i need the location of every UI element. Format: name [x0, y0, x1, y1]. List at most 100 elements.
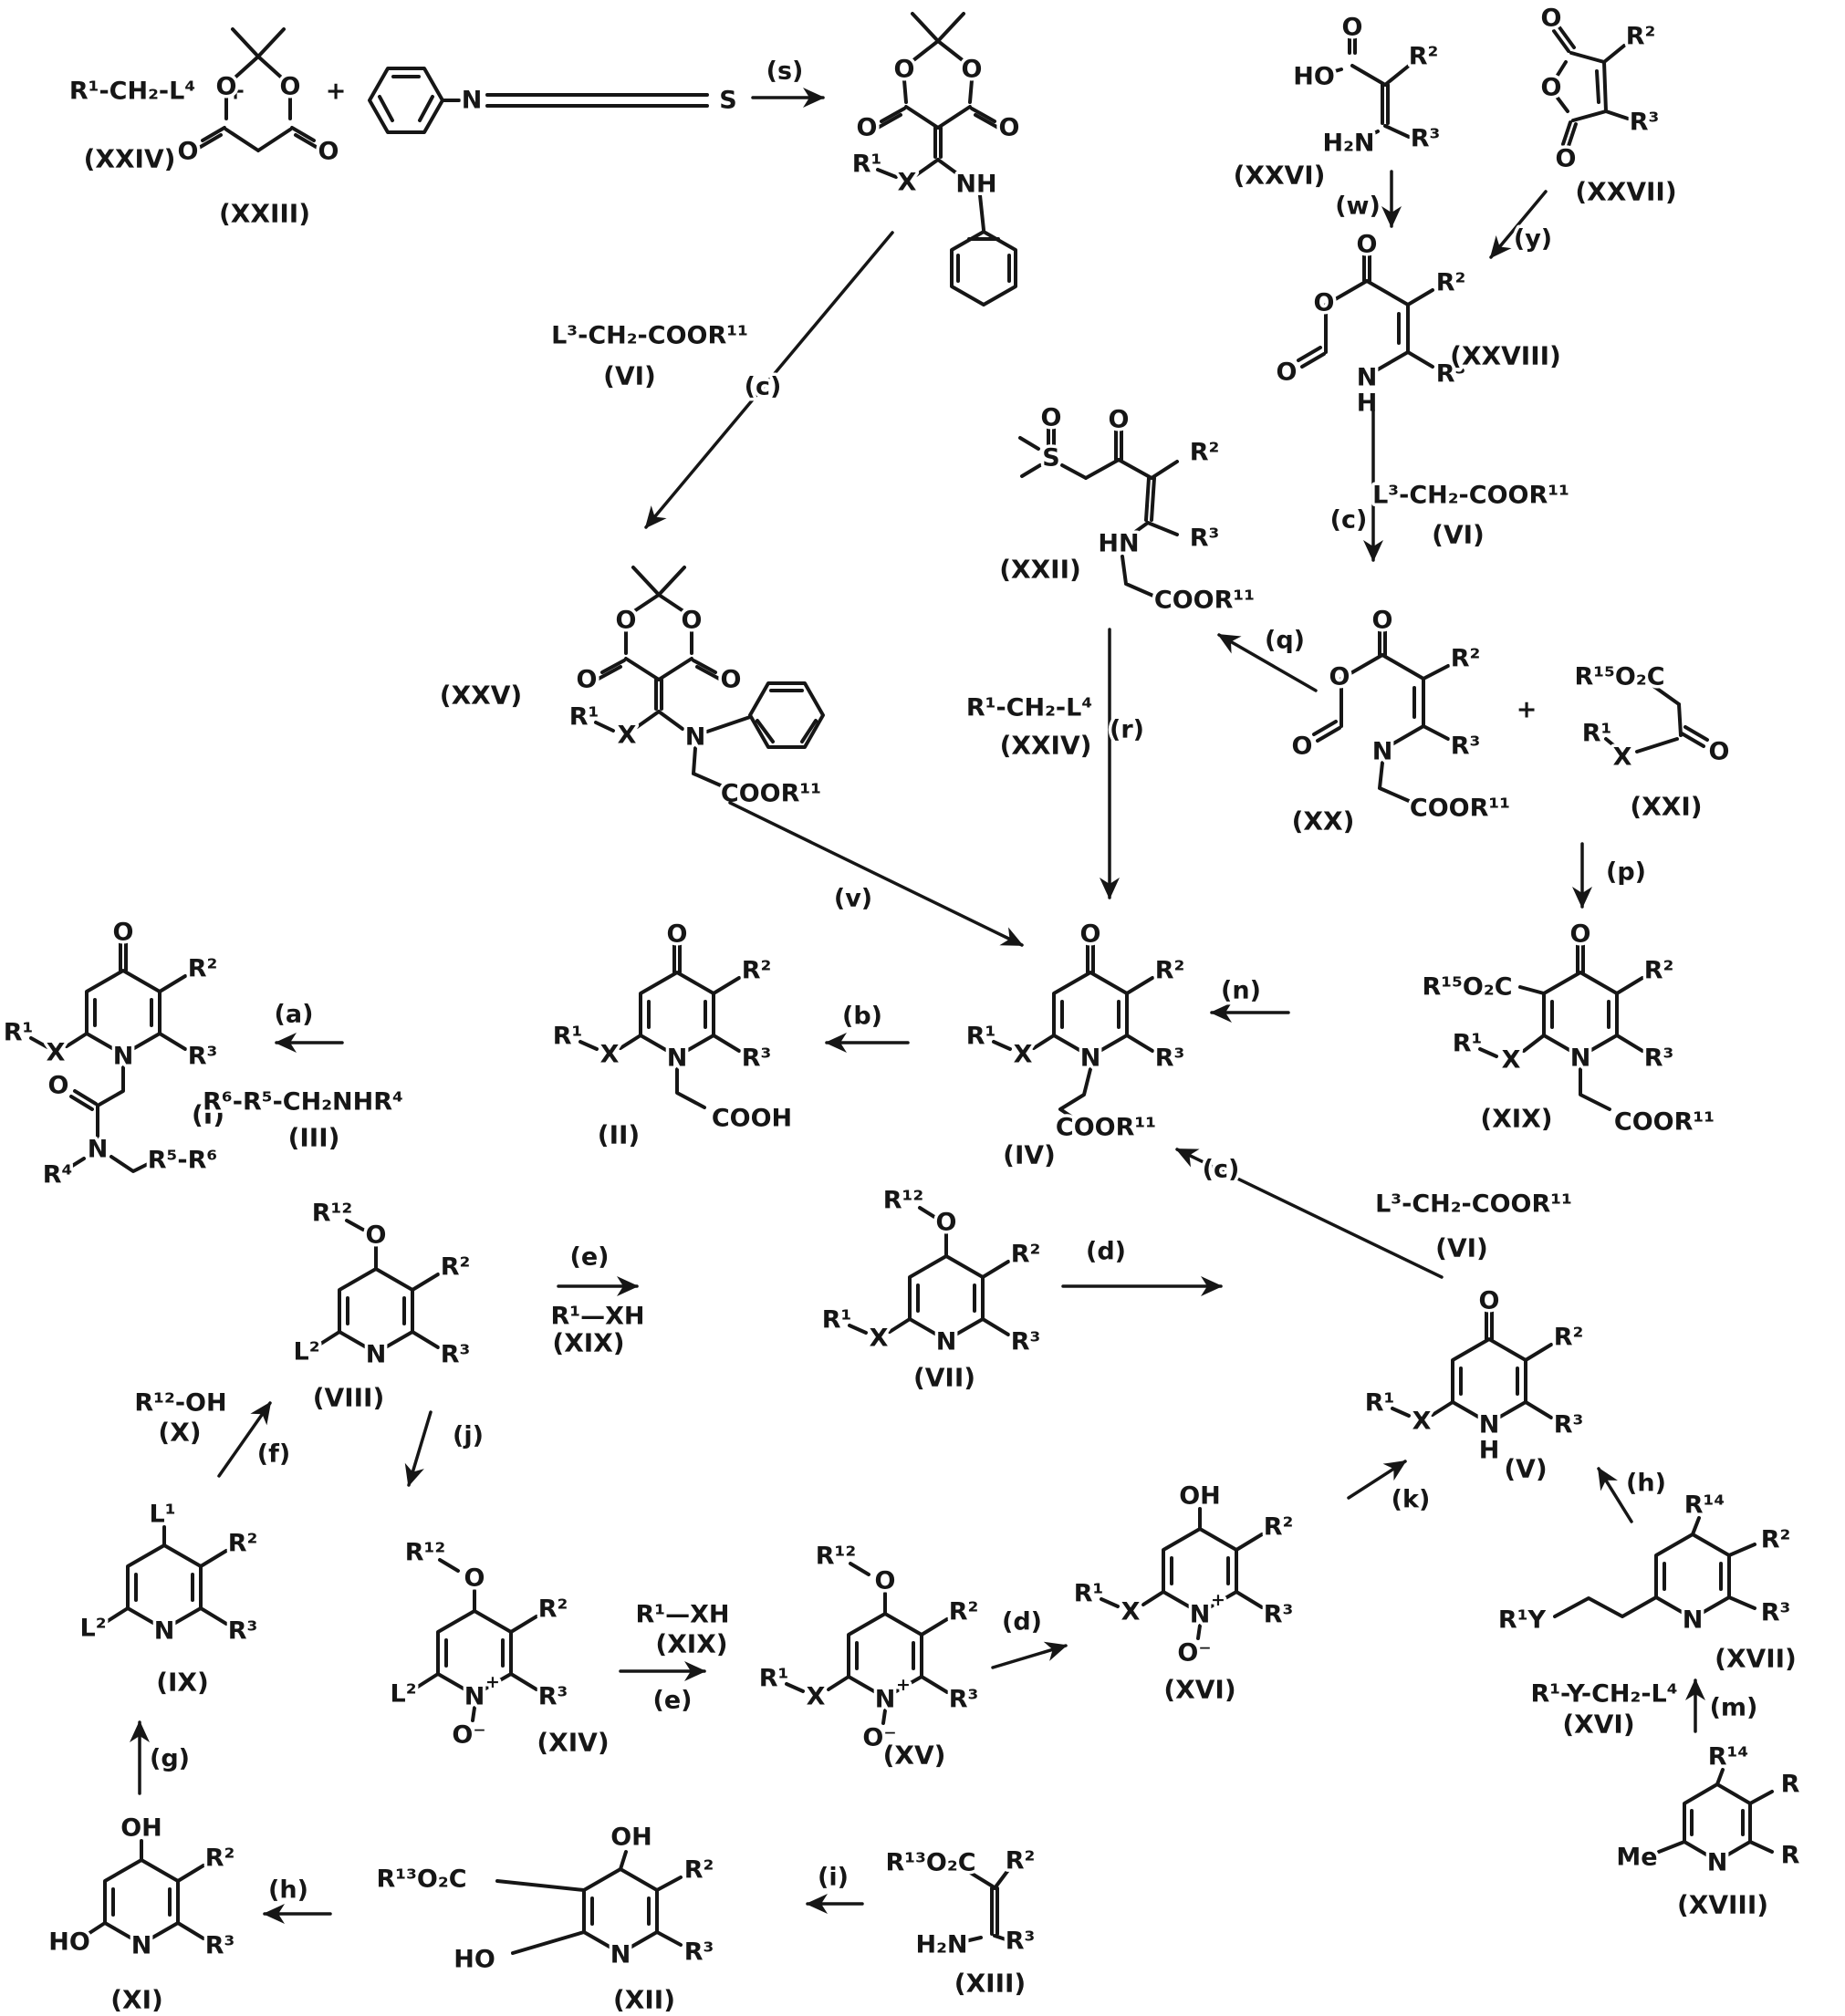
- plus-operator: +: [326, 78, 347, 106]
- compound-label: (VII): [913, 1363, 975, 1393]
- reagent-formula: R¹—XH: [635, 1601, 729, 1629]
- r2-substituent: R²: [1190, 439, 1220, 467]
- arrow-label: (m): [1710, 1694, 1758, 1722]
- r2-substituent: R²: [1436, 269, 1466, 297]
- r2-substituent: R²: [684, 1856, 714, 1885]
- x-linker: X: [600, 1041, 620, 1069]
- carbonyl-o-atom: O: [1342, 14, 1363, 42]
- r3-substituent: R³: [1761, 1599, 1791, 1627]
- reagent-xxiv-center: R¹-CH₂-L⁴ (XXIV): [966, 694, 1092, 761]
- r2-substituent: R²: [188, 955, 218, 983]
- bonds: [994, 945, 1152, 1117]
- n-oxide-o: O⁻: [1177, 1639, 1211, 1668]
- compound-label: (VIII): [313, 1383, 385, 1413]
- r-substituent: R: [1781, 1771, 1800, 1799]
- x-linker: X: [1412, 1408, 1432, 1436]
- ring-o-atom: O: [616, 607, 637, 635]
- x-linker: X: [1502, 1046, 1521, 1075]
- compound-label: (XIV): [537, 1728, 609, 1758]
- arrow-g: (g): [140, 1722, 190, 1793]
- ring-n-atom: N: [936, 1328, 957, 1356]
- bonds: [370, 68, 707, 132]
- arrow-m: (m): [1695, 1680, 1757, 1731]
- oh-group: OH: [120, 1814, 162, 1843]
- arrow-b: (b): [827, 1003, 908, 1044]
- compound-ix: L¹ R² R³ N L² (IX): [79, 1501, 257, 1698]
- bonds: [850, 1208, 1008, 1340]
- s-atom: S: [1042, 444, 1059, 473]
- r1-substituent: R¹: [852, 151, 882, 179]
- r2-substituent: R²: [205, 1845, 235, 1873]
- ester-group: COOR¹¹: [1614, 1108, 1715, 1137]
- reagent-label: (XVI): [1562, 1709, 1634, 1740]
- ring-n-atom: N: [610, 1941, 631, 1969]
- ring-n-atom: N: [1357, 364, 1378, 392]
- arrow-e-viii-to-vii: (e): [558, 1243, 637, 1287]
- compound-label: (XXVII): [1575, 177, 1676, 207]
- sulfoxide-o-atom: O: [1041, 404, 1062, 432]
- r3-substituent: R³: [1264, 1601, 1294, 1629]
- carbonyl-o-atom: O: [577, 666, 598, 694]
- ring-o-atom: O: [216, 73, 237, 101]
- reagent-vi-topleft: L³-CH₂-COOR¹¹ (VI): [551, 322, 748, 391]
- carbonyl-o-atom: O: [721, 666, 742, 694]
- arrow-r: (r): [1110, 629, 1144, 898]
- arrow-label: (h): [1626, 1470, 1666, 1498]
- r1-substituent: R¹: [759, 1665, 789, 1693]
- oh-group: OH: [610, 1824, 652, 1852]
- arrow-label: (k): [1392, 1486, 1431, 1514]
- reagent-vi-right: L³-CH₂-COOR¹¹ (VI): [1372, 482, 1569, 550]
- oh-group: OH: [1179, 1482, 1221, 1511]
- nh-hydrogen: H: [1479, 1437, 1500, 1465]
- compound-label: (XVII): [1715, 1644, 1797, 1674]
- carbonyl-o-atom: O: [999, 114, 1020, 142]
- r12-substituent: R¹²: [405, 1539, 445, 1567]
- arrow-s: (s): [753, 57, 823, 99]
- ring-n-atom: N: [154, 1617, 175, 1646]
- ester-group: COOR¹¹: [1056, 1114, 1156, 1142]
- arrow-h-xii-to-xi: (h): [265, 1876, 330, 1915]
- bonds: [1314, 631, 1448, 801]
- r3-substituent: R³: [1011, 1328, 1041, 1356]
- r12-substituent: R¹²: [816, 1543, 856, 1571]
- ring-n-atom: N: [366, 1341, 387, 1369]
- r2-substituent: R²: [228, 1530, 258, 1558]
- x-linker: X: [618, 722, 637, 750]
- reagent-label: (XIX): [655, 1629, 727, 1659]
- r2-substituent: R²: [1006, 1847, 1036, 1876]
- arrow-c-xxviii-to-xx: (c): [1330, 410, 1373, 560]
- r1-substituent: R¹: [569, 703, 599, 732]
- compound-label: (XI): [110, 1985, 163, 2015]
- ring-o-atom: O: [894, 56, 915, 84]
- reagent-formula: L³-CH₂-COOR¹¹: [551, 322, 748, 350]
- reagent-formula: R¹—XH: [550, 1303, 644, 1331]
- arrow-y: (y): [1491, 192, 1552, 257]
- carbonyl-o-atom: O: [1709, 738, 1730, 766]
- arrow-label: (c): [1330, 506, 1368, 535]
- r3-substituent: R³: [188, 1043, 218, 1071]
- arrow-label: (d): [1002, 1608, 1042, 1637]
- arrow-line: [993, 1646, 1066, 1668]
- arrow-line: [409, 1412, 431, 1485]
- compound-xxiii: O O O O (XXIII): [178, 29, 339, 229]
- reagent-label: (X): [158, 1418, 201, 1448]
- r3-substituent: R³: [1006, 1928, 1036, 1956]
- compound-xviii: R¹⁴ R R N Me (XVIII): [1616, 1743, 1799, 1920]
- methyl-group: Me: [1616, 1844, 1657, 1872]
- arrow-p: (p): [1582, 844, 1646, 907]
- r-substituent: R: [1781, 1842, 1800, 1870]
- r1-substituent: R¹: [822, 1306, 852, 1335]
- arrow-i: (i): [808, 1864, 862, 1905]
- ring-o-atom: O: [682, 607, 703, 635]
- amide-n-atom: N: [88, 1136, 109, 1164]
- reagent-vi-center: L³-CH₂-COOR¹¹ (VI): [1375, 1190, 1572, 1263]
- r4-substituent: R⁴: [43, 1161, 73, 1190]
- compound-xvii: R¹⁴ R² R³ N R¹Y (XVII): [1498, 1491, 1797, 1674]
- ring-n-atom: N: [1080, 1044, 1101, 1073]
- arrow-label: (j): [453, 1422, 484, 1450]
- n-plus-charge: +: [1211, 1590, 1225, 1610]
- compound-label: (XII): [613, 1985, 675, 2015]
- reagent-formula: R⁶-R⁵-CH₂NHR⁴: [203, 1088, 403, 1117]
- n-plus-charge: +: [896, 1675, 911, 1695]
